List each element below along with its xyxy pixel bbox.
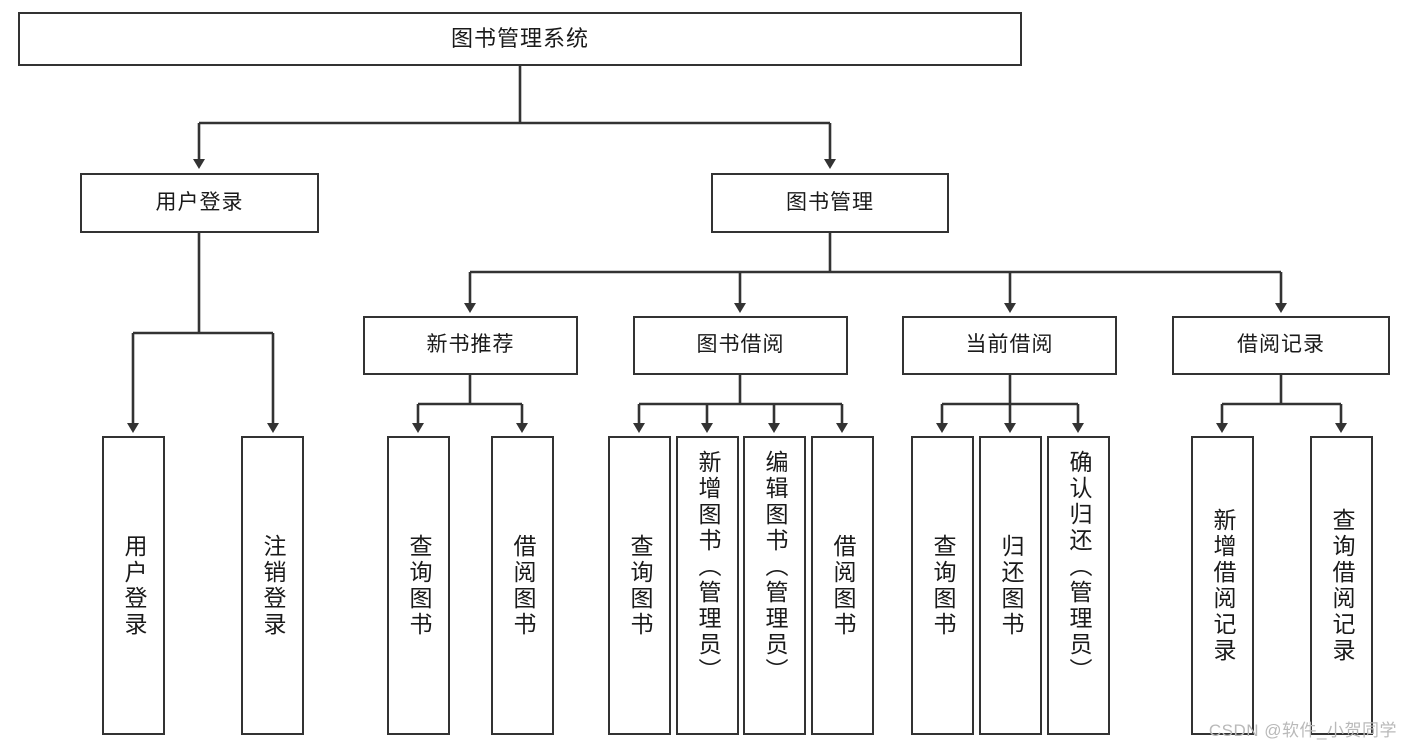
leaf-confirm-return-admin[interactable]: 确认归还（管理员） bbox=[1047, 436, 1110, 735]
leaf-borrow-book[interactable]: 借阅图书 bbox=[811, 436, 874, 735]
leaf-query-book-recommend[interactable]: 查询图书 bbox=[387, 436, 450, 735]
node-label: 借阅图书 bbox=[830, 533, 856, 638]
node-book-management-system[interactable]: 图书管理系统 bbox=[18, 12, 1022, 66]
leaf-add-book-admin[interactable]: 新增图书（管理员） bbox=[676, 436, 739, 735]
leaf-query-book-borrow[interactable]: 查询图书 bbox=[608, 436, 671, 735]
node-new-book-recommend[interactable]: 新书推荐 bbox=[363, 316, 578, 375]
node-label: 图书管理系统 bbox=[450, 26, 589, 52]
node-label: 当前借阅 bbox=[965, 333, 1054, 357]
leaf-logout[interactable]: 注销登录 bbox=[241, 436, 304, 735]
watermark-text: CSDN @软件_小贺同学 bbox=[1208, 721, 1397, 740]
node-label: 查询图书 bbox=[930, 533, 956, 638]
leaf-query-borrow-record[interactable]: 查询借阅记录 bbox=[1310, 436, 1373, 735]
node-label: 图书管理 bbox=[786, 190, 874, 214]
node-label: 新书推荐 bbox=[426, 333, 515, 357]
node-book-management[interactable]: 图书管理 bbox=[711, 173, 949, 233]
node-book-borrow[interactable]: 图书借阅 bbox=[633, 316, 848, 375]
leaf-add-borrow-record[interactable]: 新增借阅记录 bbox=[1191, 436, 1254, 735]
node-label: 确认归还（管理员） bbox=[1066, 450, 1092, 684]
leaf-return-book[interactable]: 归还图书 bbox=[979, 436, 1042, 735]
node-label: 查询借阅记录 bbox=[1329, 507, 1355, 664]
node-label: 查询图书 bbox=[406, 533, 432, 638]
node-label: 用户登录 bbox=[155, 190, 244, 214]
node-label: 注销登录 bbox=[260, 533, 286, 638]
node-user-login[interactable]: 用户登录 bbox=[80, 173, 319, 233]
node-label: 归还图书 bbox=[998, 533, 1024, 638]
node-label: 查询图书 bbox=[627, 533, 653, 638]
node-label: 新增借阅记录 bbox=[1210, 507, 1236, 664]
node-borrow-record[interactable]: 借阅记录 bbox=[1172, 316, 1390, 375]
leaf-borrow-book-recommend[interactable]: 借阅图书 bbox=[491, 436, 554, 735]
node-label: 借阅记录 bbox=[1237, 333, 1325, 357]
leaf-query-book-current[interactable]: 查询图书 bbox=[911, 436, 974, 735]
node-current-borrow[interactable]: 当前借阅 bbox=[902, 316, 1117, 375]
node-label: 编辑图书（管理员） bbox=[762, 450, 788, 684]
node-label: 图书借阅 bbox=[696, 333, 785, 357]
node-label: 借阅图书 bbox=[510, 533, 536, 638]
node-label: 新增图书（管理员） bbox=[695, 450, 721, 684]
leaf-user-login[interactable]: 用户登录 bbox=[102, 436, 165, 735]
node-label: 用户登录 bbox=[121, 533, 147, 638]
leaf-edit-book-admin[interactable]: 编辑图书（管理员） bbox=[743, 436, 806, 735]
